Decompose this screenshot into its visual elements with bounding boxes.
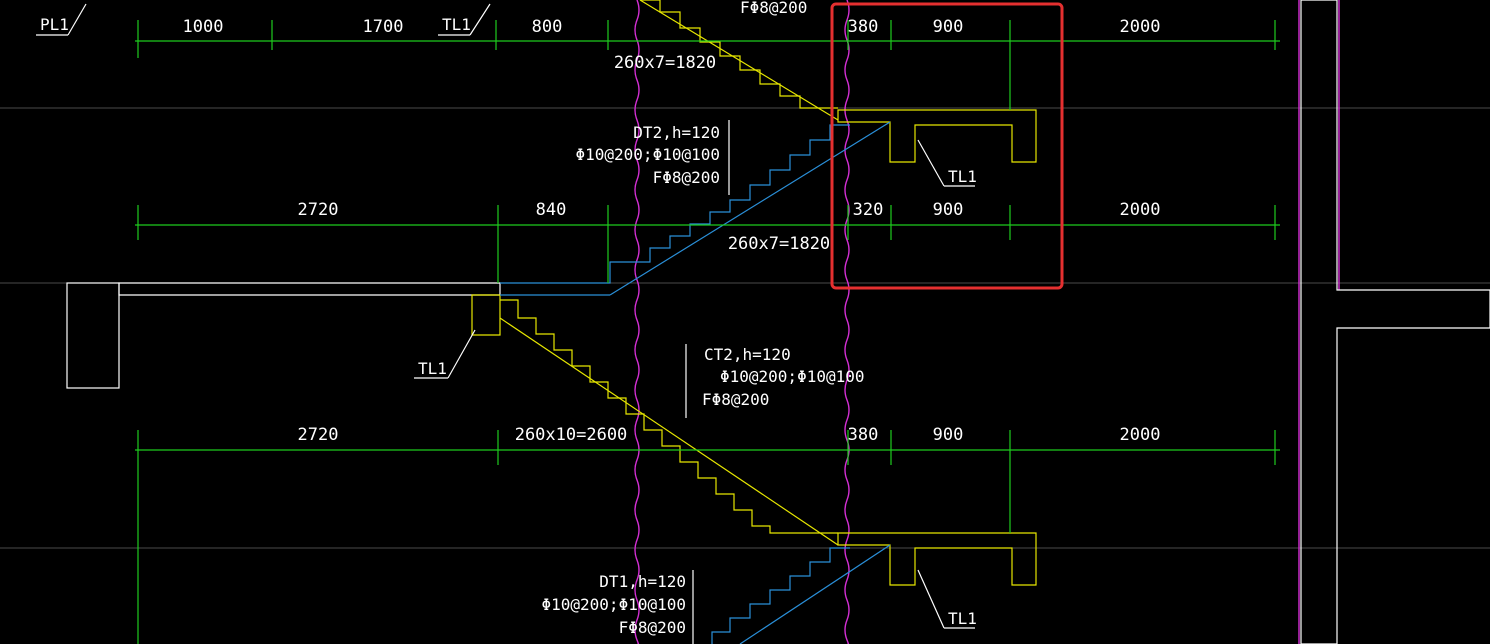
upper-landing xyxy=(837,109,1037,163)
svg-text:Φ10@200;Φ10@100: Φ10@200;Φ10@100 xyxy=(576,145,721,164)
dim-text: 2000 xyxy=(1120,17,1161,37)
svg-text:DT1,h=120: DT1,h=120 xyxy=(599,572,686,591)
svg-text:FΦ8@200: FΦ8@200 xyxy=(702,390,769,409)
svg-text:FΦ8@200: FΦ8@200 xyxy=(653,168,720,187)
svg-text:TL1: TL1 xyxy=(442,15,471,34)
svg-text:FΦ8@200: FΦ8@200 xyxy=(619,618,686,637)
dim-text: 260x10=2600 xyxy=(515,425,628,445)
flight-length-text: 260x7=1820 xyxy=(614,53,716,73)
tl1-tag-lower-landing: TL1 xyxy=(917,569,977,629)
dim-text: 900 xyxy=(933,425,964,445)
ct2-note: CT2,h=120 Φ10@200;Φ10@100 FΦ8@200 xyxy=(685,344,865,418)
hidden-flights xyxy=(500,121,891,644)
dim-row-1 xyxy=(135,20,1280,110)
dim-text: 380 xyxy=(848,17,879,37)
dim-text: 840 xyxy=(536,200,567,220)
svg-text:DT2,h=120: DT2,h=120 xyxy=(633,123,720,142)
lower-landing xyxy=(837,532,1037,586)
tl1-tag-upper-landing: TL1 xyxy=(917,139,977,187)
dim-text: 380 xyxy=(848,425,879,445)
dim-text: 2720 xyxy=(298,200,339,220)
dim-text: 2720 xyxy=(298,425,339,445)
svg-text:Φ10@200;Φ10@100: Φ10@200;Φ10@100 xyxy=(720,367,865,386)
dt1-note: DT1,h=120 Φ10@200;Φ10@100 FΦ8@200 xyxy=(542,570,694,644)
right-wall xyxy=(1300,0,1490,644)
dim-text: 900 xyxy=(933,200,964,220)
dim-text: 1000 xyxy=(183,17,224,37)
dim-text: 800 xyxy=(532,17,563,37)
left-wall-column xyxy=(66,282,120,389)
dim-text: 900 xyxy=(933,17,964,37)
dim-text: 1700 xyxy=(363,17,404,37)
tl1-tag-top: TL1 xyxy=(438,3,491,36)
dim-text: 2000 xyxy=(1120,200,1161,220)
dim-row-3 xyxy=(135,430,1280,644)
dim-text: 320 xyxy=(853,200,884,220)
tl1-tag-middle: TL1 xyxy=(414,329,476,379)
flight-length-text: 260x7=1820 xyxy=(728,234,830,254)
svg-text:CT2,h=120: CT2,h=120 xyxy=(704,345,791,364)
svg-text:TL1: TL1 xyxy=(948,167,977,186)
svg-text:TL1: TL1 xyxy=(418,359,447,378)
pl1-tag: PL1 xyxy=(36,3,87,36)
middle-floor-slab xyxy=(118,282,501,336)
lower-flight xyxy=(499,299,839,546)
dim-text: 2000 xyxy=(1120,425,1161,445)
upper-flight xyxy=(639,0,839,121)
highlight-box xyxy=(830,2,1064,290)
svg-text:PL1: PL1 xyxy=(40,15,69,34)
svg-text:TL1: TL1 xyxy=(948,609,977,628)
dt2-note: DT2,h=120 Φ10@200;Φ10@100 FΦ8@200 xyxy=(576,120,730,195)
dim-row-2 xyxy=(135,205,1280,283)
top-rebar-note: FΦ8@200 xyxy=(740,0,807,17)
svg-text:Φ10@200;Φ10@100: Φ10@200;Φ10@100 xyxy=(542,595,687,614)
